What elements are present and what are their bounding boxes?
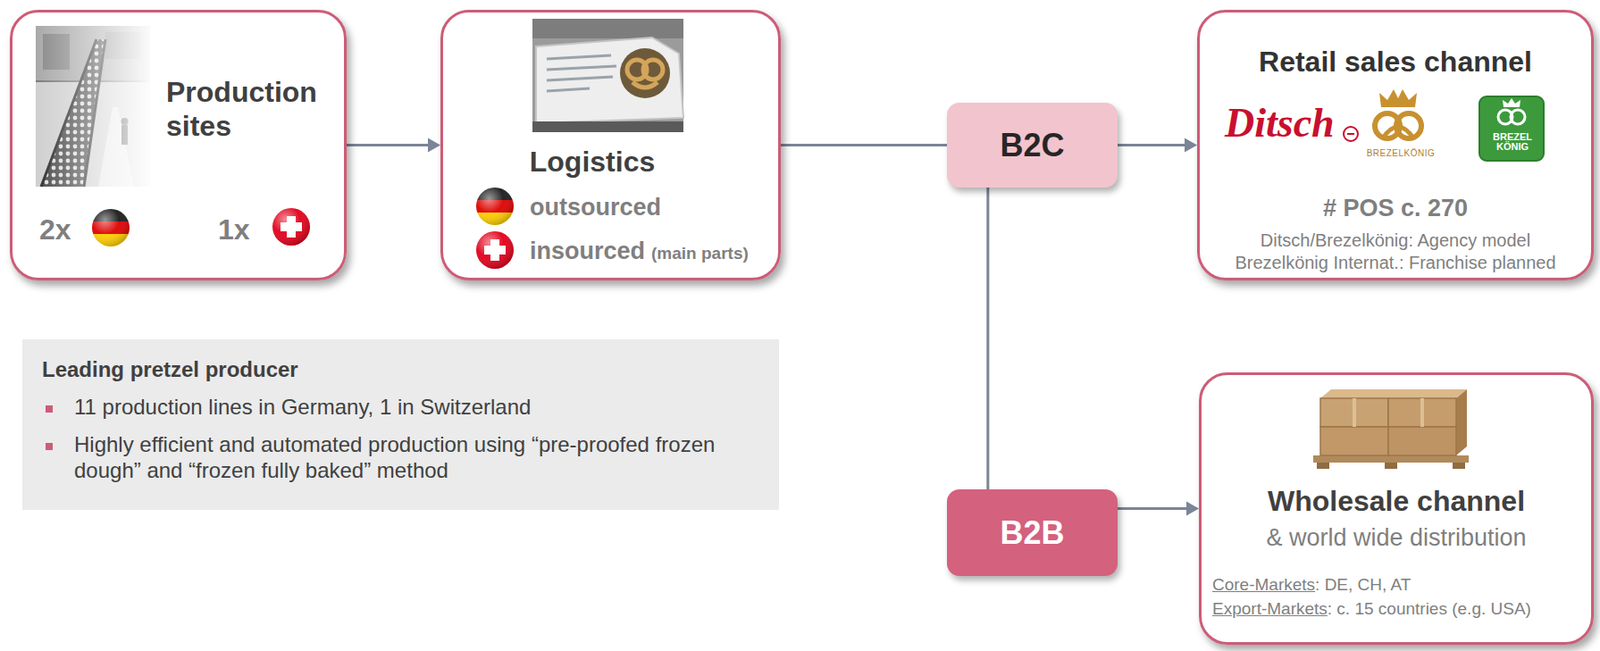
bullet-text: 11 production lines in Germany, 1 in Swi… xyxy=(74,394,763,421)
connector xyxy=(1117,502,1199,517)
market-key: Core-Markets xyxy=(1212,575,1316,595)
box-heading: Logistics xyxy=(478,144,706,179)
production-box: Production sites 2x 1x xyxy=(9,9,347,281)
german-flag xyxy=(473,184,519,229)
channel-pill: B2B xyxy=(946,489,1118,577)
ditsch-emblem xyxy=(1343,126,1358,142)
connector xyxy=(987,187,989,490)
brand-logo-text: Ditsch xyxy=(1224,98,1335,148)
pallet-boxes xyxy=(1313,389,1469,470)
text-row: Core-Markets: DE, CH, AT xyxy=(1212,575,1411,596)
channel-pill: B2C xyxy=(946,102,1118,188)
pos-count: # POS c. 270 xyxy=(1199,193,1592,223)
site-count: 2x xyxy=(39,212,72,247)
box-heading: Retail sales channel xyxy=(1199,44,1592,79)
bullet-text: Highly efficient and automated productio… xyxy=(74,432,763,485)
bullet-marker xyxy=(45,405,53,413)
model-note: Brezelkönig Internat.: Franchise planned xyxy=(1199,251,1592,274)
market-key: Export-Markets xyxy=(1212,599,1328,619)
info-panel: Leading pretzel producer 11 production li… xyxy=(22,339,780,511)
arrow-head xyxy=(1184,138,1198,153)
text-row: insourced(main parts) xyxy=(529,236,749,266)
box-heading: Wholesale channel xyxy=(1201,484,1592,519)
box-subheading: & world wide distribution xyxy=(1201,523,1592,553)
bullet-marker xyxy=(45,443,53,451)
brand-logo-text: BREZEL KÖNIG xyxy=(1482,132,1543,152)
panel-heading: Leading pretzel producer xyxy=(41,357,299,384)
market-value: : DE, CH, AT xyxy=(1315,575,1411,595)
wholesale-box: Wholesale channel & world wide distributi… xyxy=(1198,372,1594,646)
market-value: : c. 15 countries (e.g. USA) xyxy=(1327,599,1532,619)
connector-line xyxy=(1117,143,1187,147)
logistics-box: Logistics outsourced insourced(main parts) xyxy=(440,9,781,281)
box-heading: Production sites xyxy=(166,75,345,144)
connector xyxy=(346,138,441,153)
logistics-mode: insourced xyxy=(529,237,646,265)
brezelkoenig-logo xyxy=(1374,89,1422,140)
pill-label: B2C xyxy=(946,125,1118,165)
logistics-mode: outsourced xyxy=(529,192,662,222)
swiss-flag xyxy=(476,231,514,269)
connector-line xyxy=(986,187,989,490)
logistics-note: (main parts) xyxy=(651,243,749,263)
german-flag xyxy=(89,205,135,251)
swiss-flag xyxy=(272,208,310,246)
text-row: Export-Markets: c. 15 countries (e.g. US… xyxy=(1212,599,1532,620)
connector-line xyxy=(346,143,430,147)
van-photo xyxy=(532,18,684,133)
connector xyxy=(1117,138,1198,153)
arrow-head xyxy=(1186,502,1199,517)
connector-line xyxy=(780,143,947,147)
arrow-head xyxy=(427,138,441,153)
brand-logo-text: BREZELKÖNIG xyxy=(1356,148,1446,160)
retail-box: Retail sales channelDitschBREZELKÖNIG BRE… xyxy=(1197,9,1594,281)
brezel-koenig-logo xyxy=(1479,96,1544,161)
model-note: Ditsch/Brezelkönig: Agency model xyxy=(1199,229,1592,252)
factory-photo xyxy=(35,25,151,187)
connector-line xyxy=(1117,507,1189,511)
pill-label: B2B xyxy=(946,513,1118,553)
connector xyxy=(780,144,947,146)
site-count: 1x xyxy=(217,212,251,247)
